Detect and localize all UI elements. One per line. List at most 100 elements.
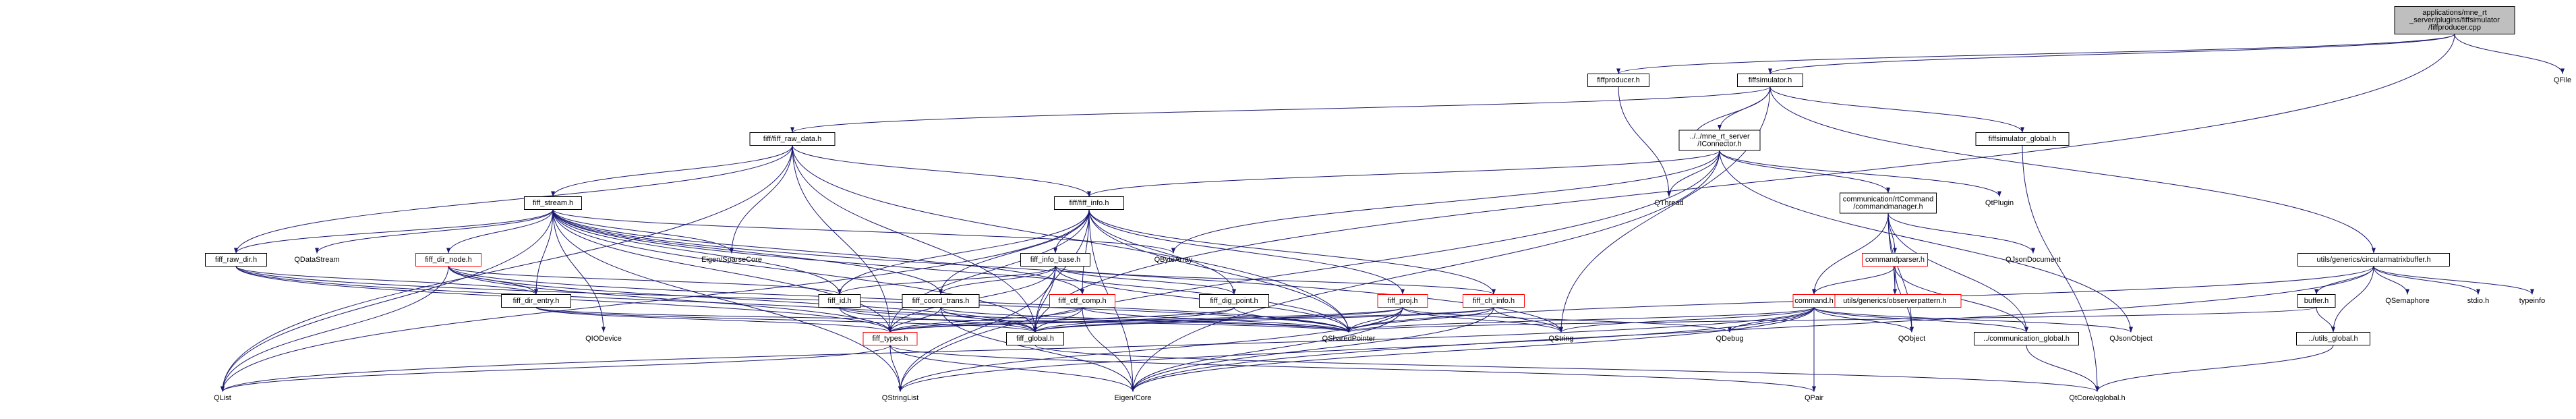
node-label: QJsonDocument [2006,256,2061,264]
node-observerpattern[interactable]: utils/generics/observerpattern.h [1828,294,1962,308]
node-fiff-ctf-comp[interactable]: fiff_ctf_comp.h [1049,294,1115,308]
edge-fiff_info-to-QList [221,209,1090,392]
edge-fiff_dir_node-to-fiff_global [448,266,1037,333]
edge-commandmanager-to-command [1812,213,1889,295]
node-QJsonObject: QJsonObject [2109,335,2153,343]
node-fiff-dir-node[interactable]: fiff_dir_node.h [415,253,481,267]
node-QDataStream: QDataStream [294,256,339,264]
edge-fiffproducer-to-QThread [1618,86,1671,197]
node-fiff-id[interactable]: fiff_id.h [818,294,861,308]
node-IConnector[interactable]: ../../mne_rt_server/IConnector.h [1678,130,1761,151]
node-label: Eigen/SparseCore [701,256,762,264]
node-label: fiff_ctf_comp.h [1058,297,1106,305]
node-fiff-types[interactable]: fiff_types.h [862,332,918,345]
node-QPair: QPair [1805,394,1823,402]
node-stdio: stdio.h [2467,297,2489,305]
node-utils-global[interactable]: ../utils_global.h [2296,332,2370,345]
node-label: stdio.h [2467,297,2489,305]
node-label: ../utils_global.h [2308,335,2358,343]
node-QList: QList [214,394,231,402]
edge-circularbuffer-to-utils_global [2331,266,2374,333]
node-fiffsim-global[interactable]: fiffsimulator_global.h [1975,132,2070,146]
node-commandmanager[interactable]: communication/rtCommand/commandmanager.h [1840,192,1937,214]
node-fiff-proj[interactable]: fiff_proj.h [1377,294,1428,308]
node-fiff-raw-dir[interactable]: fiff_raw_dir.h [205,253,267,267]
node-root[interactable]: applications/mne_rt_server/plugins/fiffs… [2394,6,2515,34]
node-fiffsimulator[interactable]: fiffsimulator.h [1737,74,1803,87]
node-fiff-info-base[interactable]: fiff_info_base.h [1020,253,1090,267]
node-fiff-global[interactable]: fiff_global.h [1006,332,1064,345]
node-label: fiffsimulator.h [1749,76,1792,84]
node-buffer[interactable]: buffer.h [2297,294,2336,308]
node-label: fiff/fiff_info.h [1070,199,1109,207]
node-box [524,196,582,210]
node-fiff-info[interactable]: fiff/fiff_info.h [1054,196,1124,210]
node-label: QPair [1805,394,1823,402]
edge-fiff_ctf_comp-to-fiff_types [888,307,1083,333]
node-box [862,332,918,345]
edge-fiff_stream-to-QByteArray [552,209,1175,254]
node-box [2297,294,2336,308]
edge-circularbuffer-to-EigenCore [1131,266,2374,392]
node-label: commandparser.h [1865,256,1925,264]
edge-IConnector-to-fiff_info [1087,150,1720,197]
node-label: QJsonObject [2109,335,2153,343]
node-box [1199,294,1269,308]
node-EigenSparse: Eigen/SparseCore [701,256,762,264]
node-comm-global[interactable]: ../communication_global.h [1974,332,2079,345]
node-fiff-dir-entry[interactable]: fiff_dir_entry.h [501,294,571,308]
node-fiff-raw-data[interactable]: fiff/fiff_raw_data.h [749,132,836,146]
node-label: fiff_global.h [1016,335,1054,343]
edge-fiff_raw_dir-to-fiff_dir_entry [235,266,538,295]
node-QIODevice: QIODevice [585,335,622,343]
node-label: QSharedPointer [1322,335,1376,343]
edge-IConnector-to-QByteArray [1171,150,1720,254]
edge-comm_global-to-QtCoreglobal [2026,345,2099,392]
node-label: QIODevice [585,335,622,343]
node-label: applications/mne_rt [2422,9,2486,17]
node-label: utils/generics/observerpattern.h [1843,297,1946,305]
edge-layer [221,34,2565,392]
edge-command-to-QJsonObject [1813,307,2133,333]
node-QStringList: QStringList [882,394,918,402]
edge-fiff_stream-to-fiff_types [552,209,892,333]
node-label: fiff_raw_dir.h [215,256,257,264]
node-QThread: QThread [1654,199,1683,207]
node-box [501,294,571,308]
edge-fiff_id-to-fiff_global [839,307,1037,333]
node-fiffproducer[interactable]: fiffproducer.h [1587,74,1649,87]
node-box [1840,192,1937,214]
node-fiff-dig-point[interactable]: fiff_dig_point.h [1199,294,1269,308]
node-box [1975,132,2070,146]
node-command[interactable]: command.h [1792,294,1836,308]
node-box [1737,74,1803,87]
node-box [818,294,861,308]
node-circularbuffer[interactable]: utils/generics/circularmatrixbuffer.h [2297,253,2450,267]
edge-fiff_stream-to-QString [552,209,1563,333]
node-fiff-coord-trans[interactable]: fiff_coord_trans.h [902,294,980,308]
edge-IConnector-to-commandmanager [1719,150,1890,194]
edge-fiff_stream-to-fiff_id [552,209,842,295]
edge-fiff_stream-to-fiff_global [552,209,1037,333]
edge-fiffsimulator-to-QString [1559,86,1771,333]
node-label: ../communication_global.h [1983,335,2070,343]
node-QDebug: QDebug [1716,335,1744,343]
edge-fiff_proj-to-fiff_global [1033,307,1403,333]
edge-command-to-QList [221,307,1815,392]
edge-command-to-QSharedPointer [1347,307,1815,333]
edge-fiff_info_base-to-fiff_ch_info [1055,266,1496,295]
node-label: fiff_ch_info.h [1473,297,1515,305]
node-commandparser[interactable]: commandparser.h [1862,253,1928,267]
node-fiff-stream[interactable]: fiff_stream.h [524,196,582,210]
edge-fiff_raw_data-to-fiff_types [792,145,892,333]
node-fiff-ch-info[interactable]: fiff_ch_info.h [1463,294,1525,308]
node-label: command.h [1794,297,1833,305]
edge-fiff_types-to-QStringList [889,345,902,392]
edge-fiff_dir_entry-to-fiff_global [535,307,1037,333]
edge-fiff_info_base-to-fiff_dig_point [1055,266,1236,295]
edge-fiff_stream-to-fiff_dir_node [446,209,554,254]
node-label: fiff_stream.h [533,199,573,207]
node-label: QDebug [1716,335,1744,343]
edge-fiff_info-to-fiff_global [1033,209,1090,333]
node-box [1049,294,1115,308]
